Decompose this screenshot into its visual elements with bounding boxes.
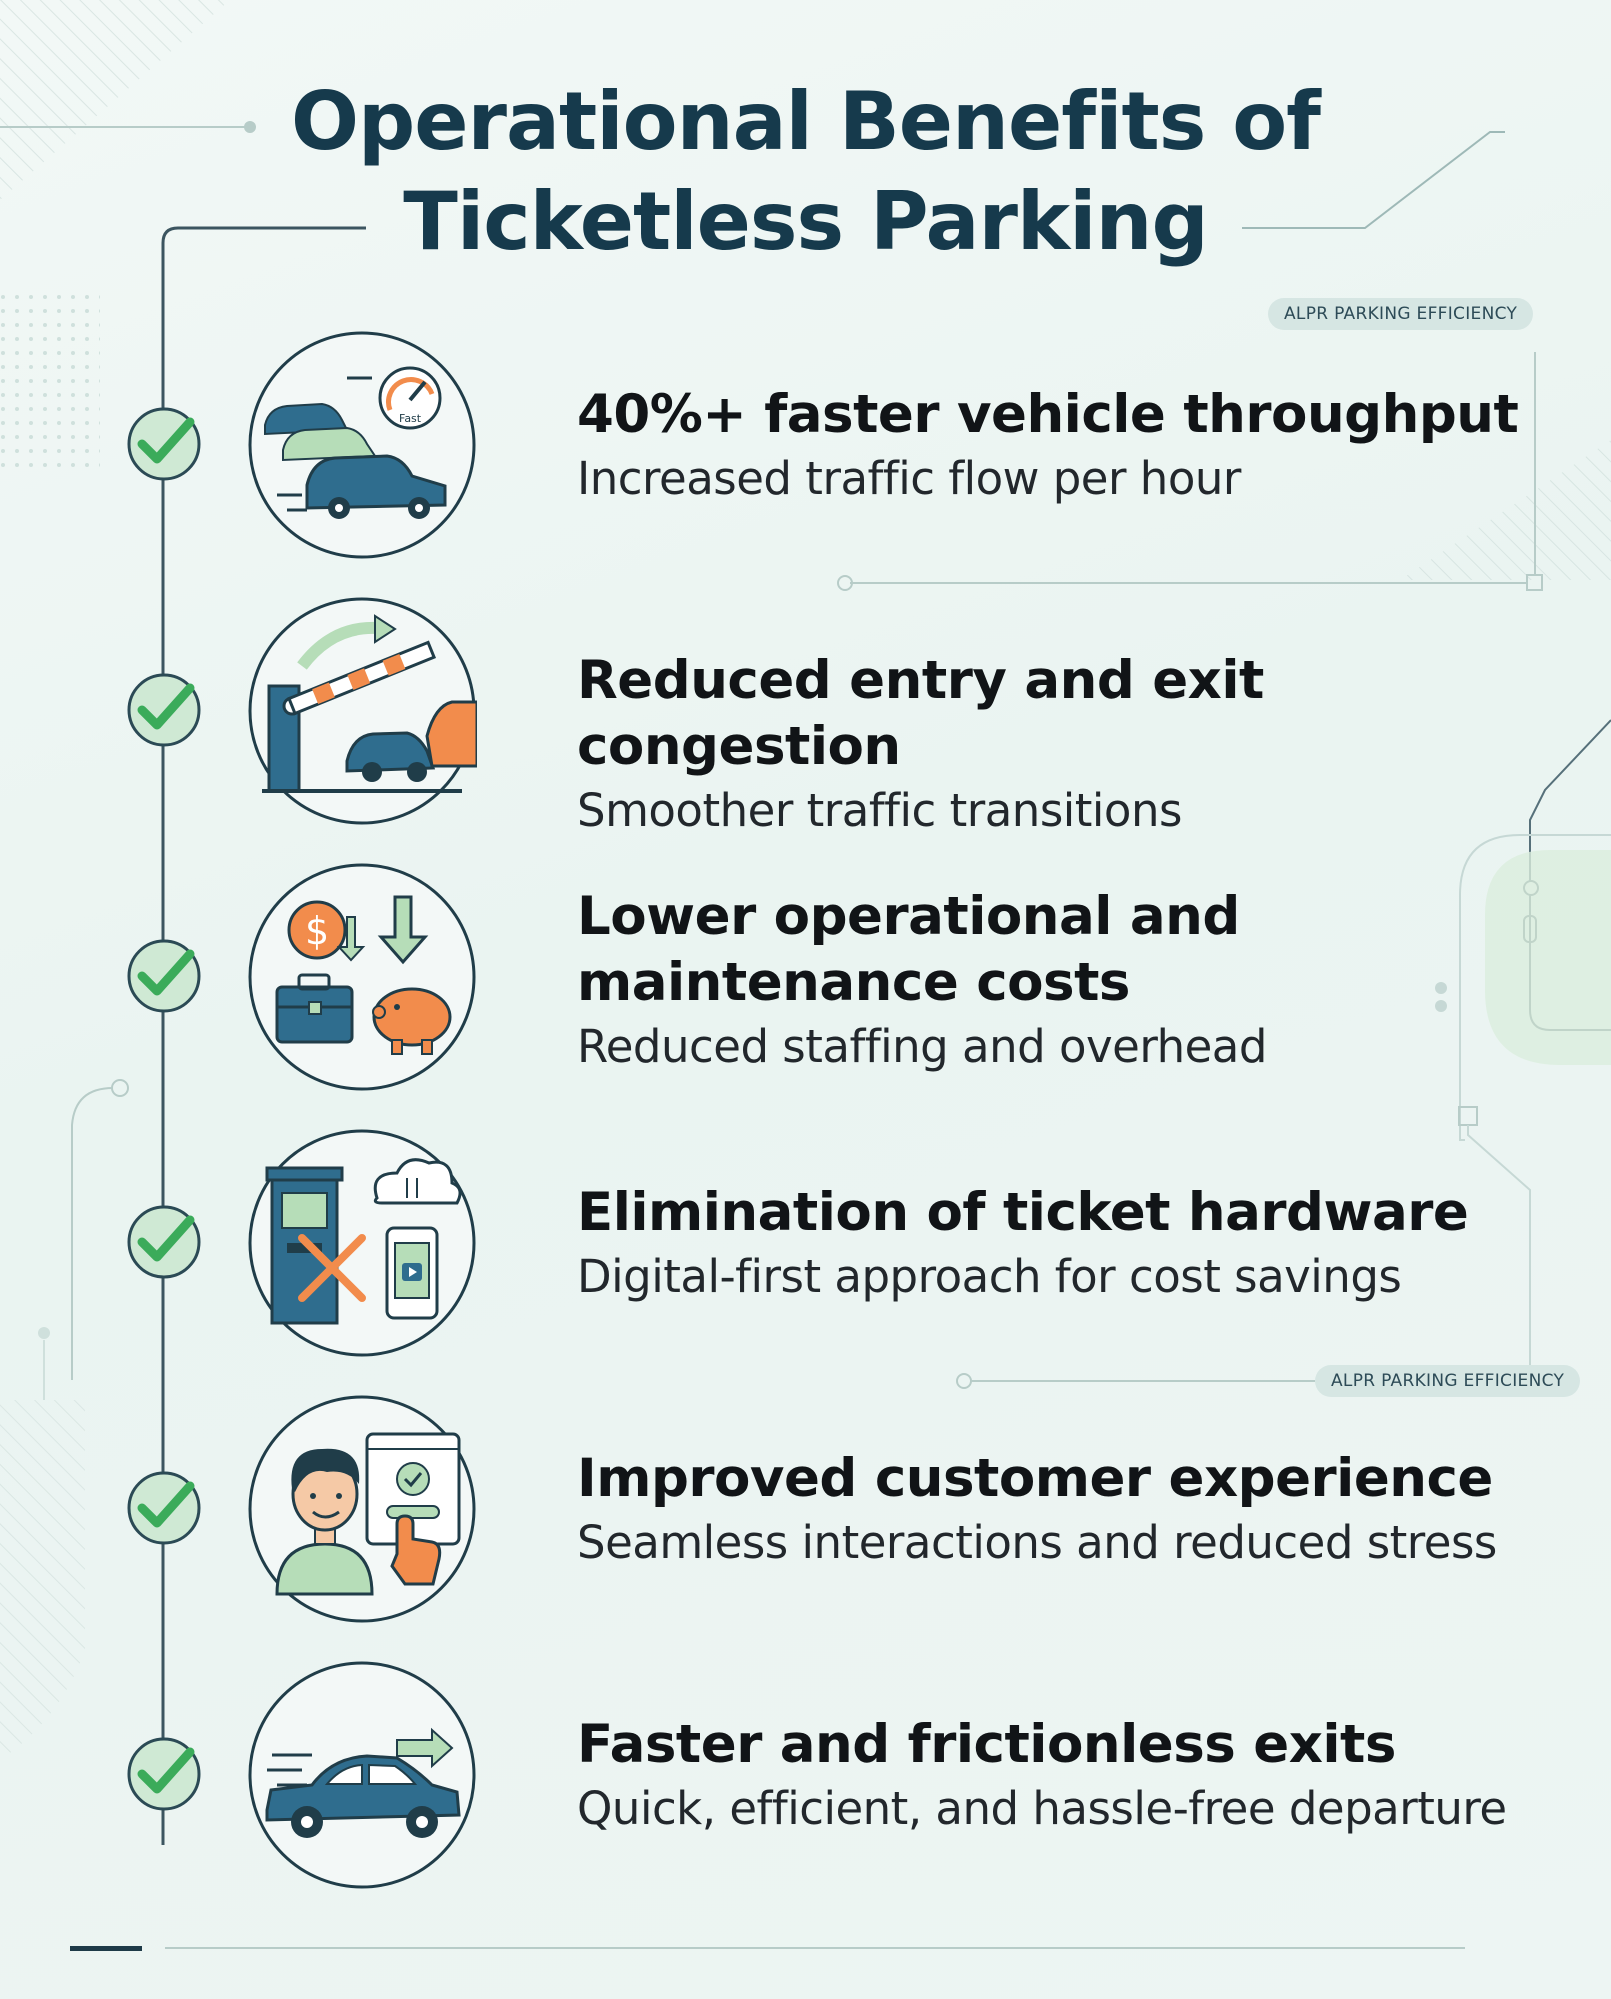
benefit-description: Seamless interactions and reduced stress	[577, 1516, 1497, 1569]
benefit-description: Smoother traffic transitions	[577, 784, 1182, 837]
fast-traffic-icon: Fast	[248, 331, 476, 559]
cost-savings-icon: $	[248, 863, 476, 1091]
benefit-description: Quick, efficient, and hassle-free depart…	[577, 1782, 1507, 1835]
title-line-2: Ticketless Parking	[403, 175, 1209, 268]
benefit-description: Reduced staffing and overhead	[577, 1020, 1267, 1073]
benefit-heading-line-2: maintenance costs	[577, 952, 1130, 1013]
benefit-heading: 40%+ faster vehicle throughput	[577, 384, 1519, 445]
check-icon	[127, 939, 201, 1013]
title-line-1: Operational Benefits of	[291, 75, 1321, 168]
digital-payment-icon	[248, 1129, 476, 1357]
benefit-description: Digital-first approach for cost savings	[577, 1250, 1402, 1303]
benefit-heading: Faster and frictionless exits	[577, 1714, 1396, 1775]
check-icon	[127, 1205, 201, 1279]
check-icon	[127, 1737, 201, 1811]
benefit-heading-line-1: Lower operational and	[577, 886, 1240, 947]
fast-label: Fast	[399, 412, 422, 425]
benefit-heading: Lower operational and maintenance costs	[577, 884, 1577, 1016]
alpr-tag-top: ALPR PARKING EFFICIENCY	[1268, 298, 1534, 330]
dollar-sign: $	[305, 909, 329, 953]
page-title: Operational Benefits of Ticketless Parki…	[0, 72, 1611, 272]
happy-customer-icon	[248, 1395, 476, 1623]
check-icon	[127, 1471, 201, 1545]
check-icon	[127, 673, 201, 747]
car-exit-icon	[248, 1661, 476, 1889]
benefit-heading: Elimination of ticket hardware	[577, 1182, 1469, 1243]
alpr-tag-middle: ALPR PARKING EFFICIENCY	[1315, 1365, 1581, 1397]
benefit-heading: Improved customer experience	[577, 1448, 1493, 1509]
benefit-description: Increased traffic flow per hour	[577, 452, 1241, 505]
barrier-gate-icon	[248, 597, 477, 825]
benefit-heading: Reduced entry and exit congestion	[577, 650, 1264, 777]
check-icon	[127, 407, 201, 481]
